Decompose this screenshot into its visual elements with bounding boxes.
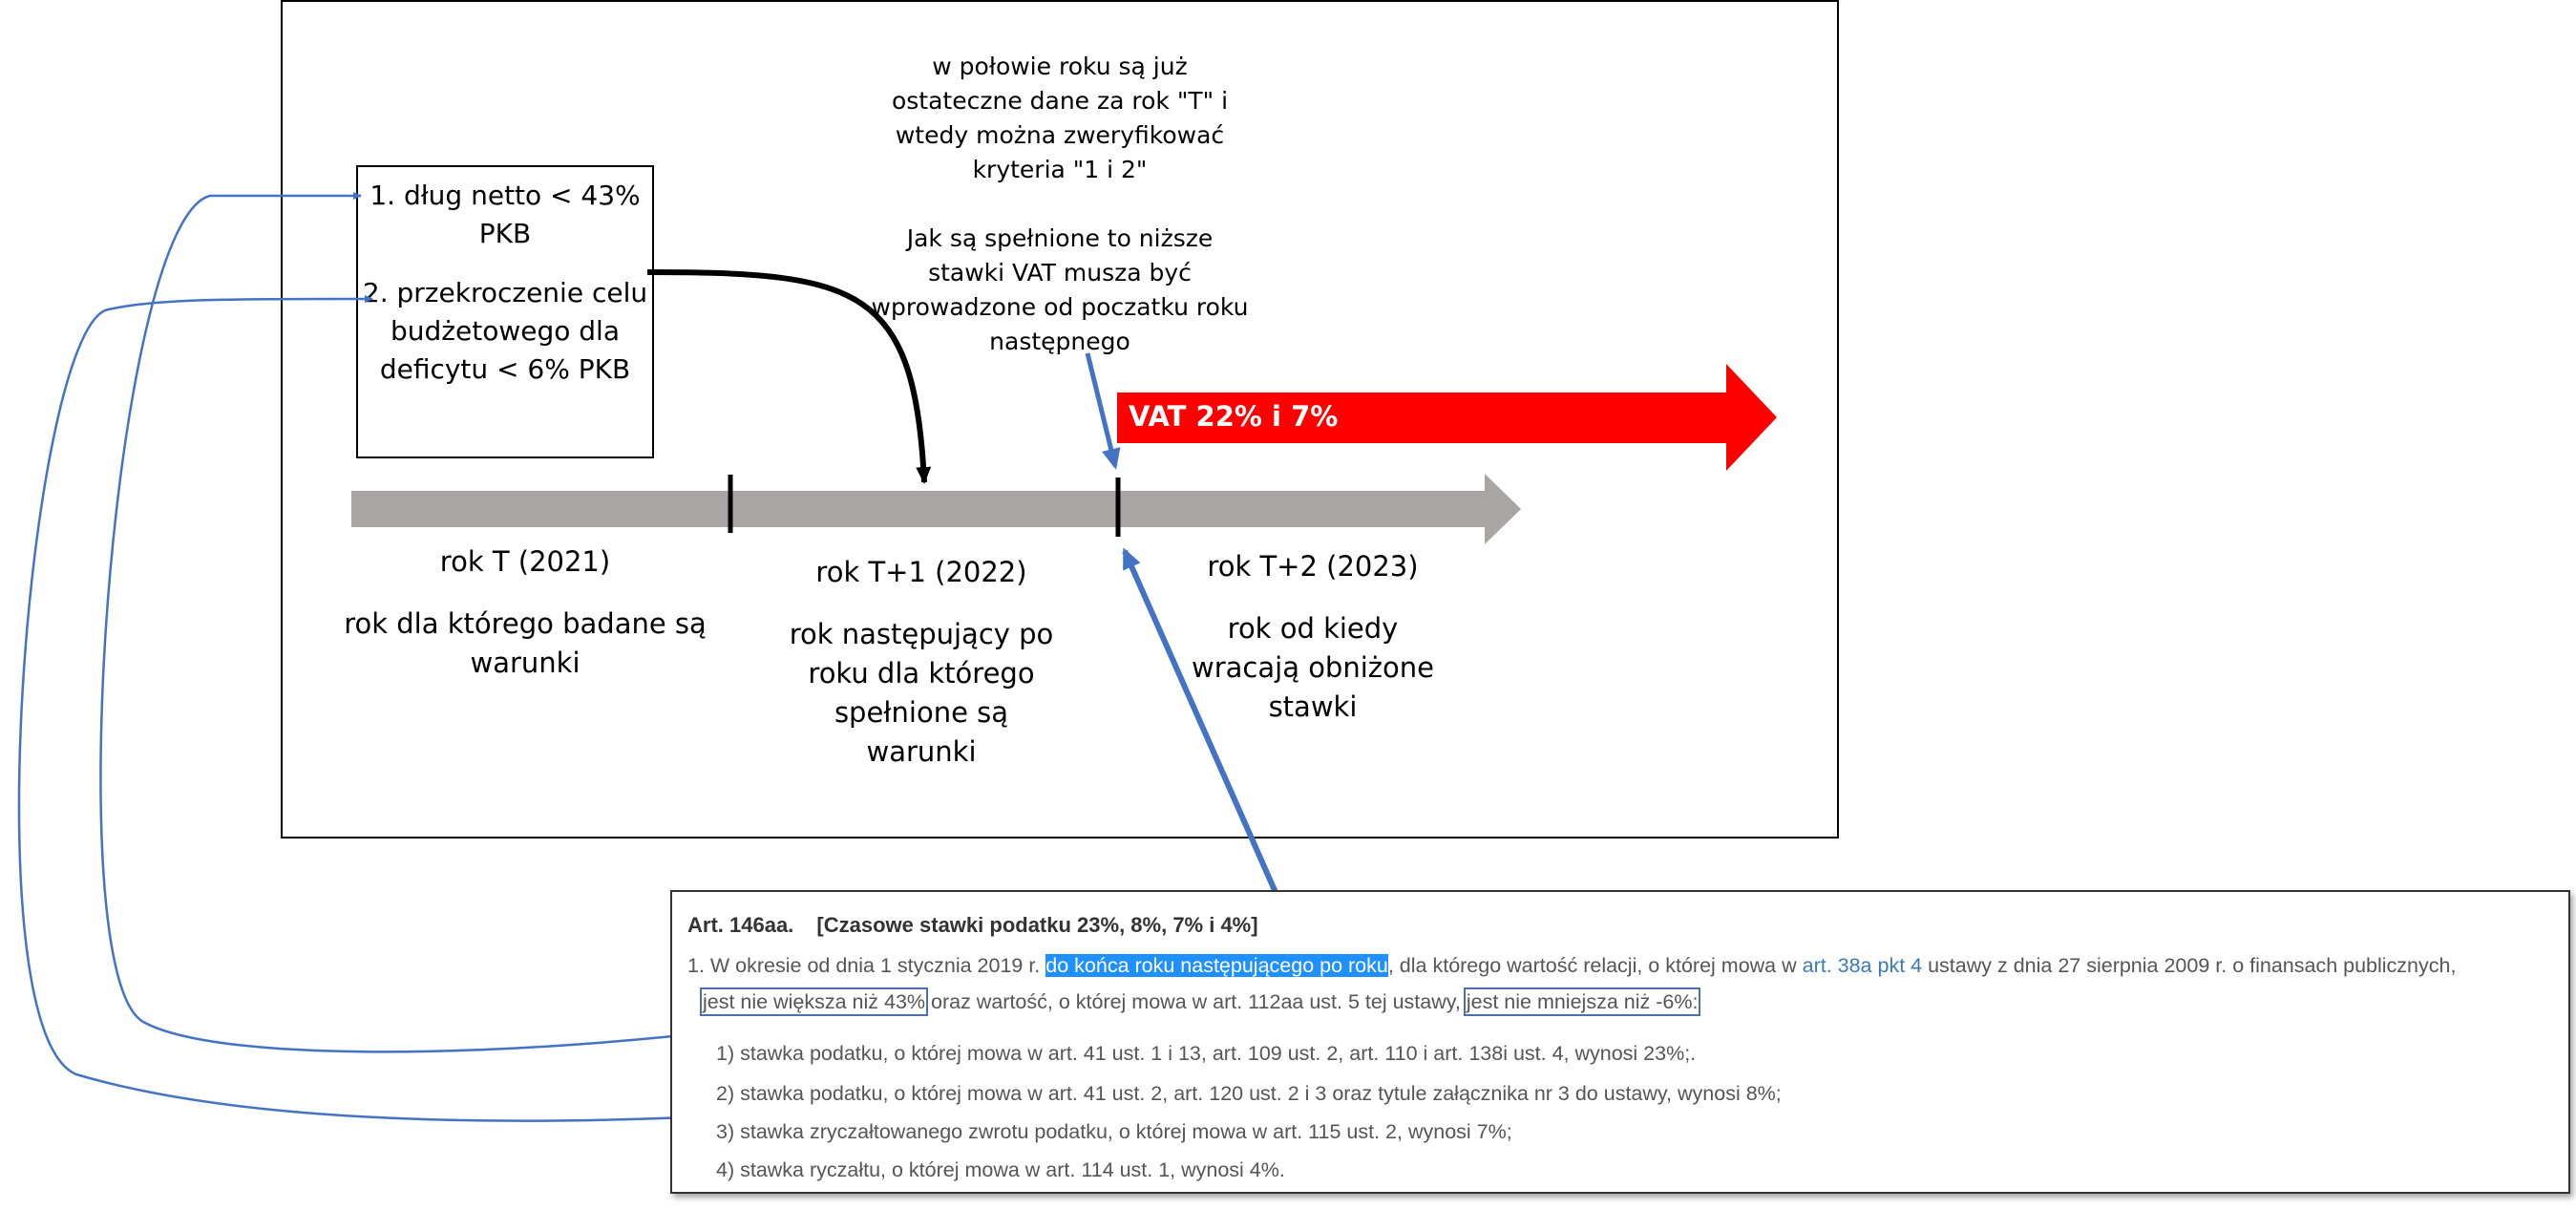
law-highlighted-phrase: do końca roku następującego po roku <box>1045 954 1388 977</box>
note-paragraph-2: Jak są spełnione to niższe stawki VAT mu… <box>871 224 1249 355</box>
law-link-art-38a[interactable]: art. 38a pkt 4 <box>1802 954 1923 977</box>
law-item-2: 2) stawka podatku, o której mowa w art. … <box>716 1082 1782 1105</box>
year-t-description: rok dla którego badane są warunki <box>344 607 707 679</box>
criterion-deficit: 2. przekroczenie celu budżetowego dla de… <box>362 277 648 385</box>
law-item-1: 1) stawka podatku, o której mowa w art. … <box>716 1042 1697 1065</box>
debt-connector <box>99 192 944 1053</box>
law-deficit-condition: jest nie mniejsza niż -6%: <box>1463 987 1701 1016</box>
law-header: Art. 146aa. [Czasowe stawki podatku 23%,… <box>687 913 1258 938</box>
law-item-4: 4) stawka ryczałtu, o której mowa w art.… <box>716 1158 1285 1181</box>
criteria-to-year-arrow <box>646 269 932 484</box>
diagram-frame <box>281 0 1839 839</box>
explanatory-note: w połowie roku są już ostateczne dane za… <box>869 50 1251 393</box>
year-t-name: rok T (2021) <box>439 545 611 578</box>
year-t: rok T (2021) rok dla którego badane są w… <box>325 542 726 683</box>
law-article-title: [Czasowe stawki podatku 23%, 8%, 7% i 4%… <box>816 913 1258 937</box>
law-p1-mid2: oraz wartość, o której mowa w art. 112aa… <box>925 990 1461 1013</box>
year-t1-description: rok następujący po roku dla którego speł… <box>789 618 1054 768</box>
law-to-tick-arrow <box>1122 547 1299 940</box>
law-paragraph-1: 1. W okresie od dnia 1 stycznia 2019 r. … <box>687 947 2549 1020</box>
law-p1-mid: , dla którego wartość relacji, o której … <box>1387 954 1803 977</box>
vat-arrow <box>1117 364 1777 471</box>
year-t2-name: rok T+2 (2023) <box>1207 550 1419 583</box>
criteria-box: 1. dług netto < 43% PKB 2. przekroczenie… <box>356 165 654 458</box>
law-article-number: Art. 146aa. <box>687 913 794 937</box>
vat-arrow-label: VAT 22% i 7% <box>1129 400 1339 433</box>
year-t1: rok T+1 (2022) rok następujący po roku d… <box>721 553 1122 772</box>
note-paragraph-1: w połowie roku są już ostateczne dane za… <box>891 53 1229 183</box>
law-debt-condition: jest nie większa niż 43% <box>699 987 929 1016</box>
year-t2-description: rok od kiedy wracają obniżone stawki <box>1192 612 1434 723</box>
criterion-debt: 1. dług netto < 43% PKB <box>370 180 641 249</box>
law-excerpt: Art. 146aa. [Czasowe stawki podatku 23%,… <box>670 890 2570 1194</box>
note-to-tick-arrow <box>1085 352 1121 470</box>
year-t1-name: rok T+1 (2022) <box>815 556 1027 588</box>
timeline-arrow <box>351 474 1521 544</box>
law-p1-prefix: 1. W okresie od dnia 1 stycznia 2019 r. <box>687 954 1046 977</box>
year-t2: rok T+2 (2023) rok od kiedy wracają obni… <box>1112 547 1513 727</box>
law-p1-rest: ustawy z dnia 27 sierpnia 2009 r. o fina… <box>1922 954 2457 977</box>
law-item-3: 3) stawka zryczałtowanego zwrotu podatku… <box>716 1120 1512 1143</box>
